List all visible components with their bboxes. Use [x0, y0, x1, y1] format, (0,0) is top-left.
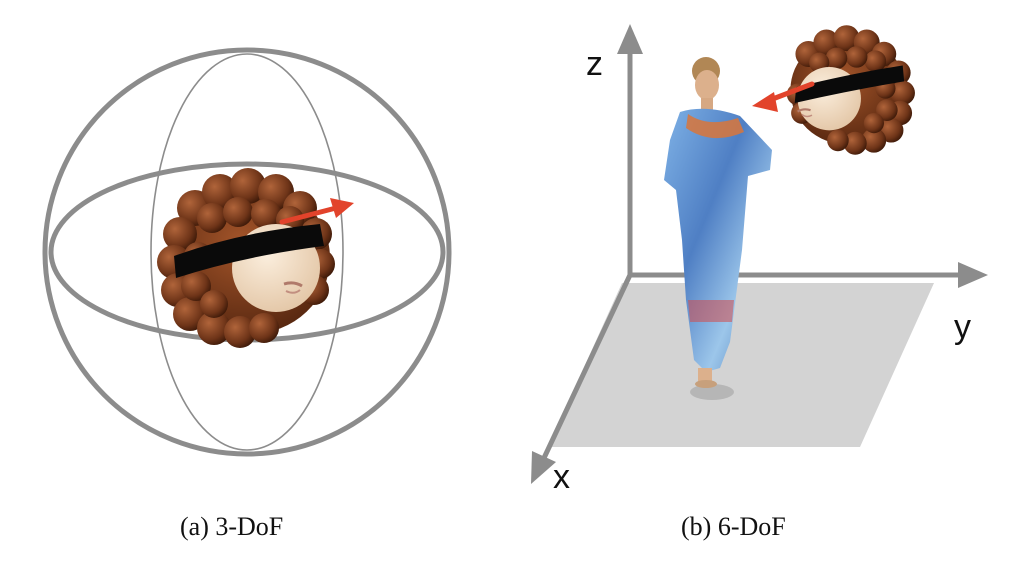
panel-b-6dof: z y x	[531, 24, 988, 496]
blindfold-b	[794, 65, 905, 103]
y-axis-arrowhead-icon	[958, 262, 988, 288]
x-axis-arrowhead-icon	[531, 451, 556, 484]
y-axis-label: y	[954, 308, 971, 346]
person-neck	[701, 98, 713, 110]
person-neckline	[686, 114, 744, 139]
person-shadow	[690, 384, 734, 400]
blindfold	[174, 224, 324, 278]
person-legs	[698, 368, 712, 384]
x-axis	[541, 273, 633, 460]
panel-a-3dof	[42, 47, 452, 457]
caption-panel-b: (b) 6-DoF	[681, 512, 786, 541]
person-feet	[695, 380, 717, 388]
avatar-head-icon	[157, 168, 335, 348]
person-face	[695, 70, 719, 100]
gaze-arrow-b	[752, 81, 815, 112]
z-axis-arrowhead-icon	[617, 24, 643, 54]
person-dress-band	[688, 300, 734, 322]
avatar-head-icon-b	[786, 25, 915, 155]
sphere-meridian	[150, 53, 344, 451]
z-axis-label: z	[586, 45, 603, 83]
x-axis-label: x	[553, 458, 570, 496]
floor-plane	[548, 283, 934, 447]
person-figure	[664, 57, 772, 400]
caption-panel-a: (a) 3-DoF	[180, 512, 284, 541]
sphere-outline	[42, 47, 452, 457]
gaze-arrow	[279, 198, 354, 225]
